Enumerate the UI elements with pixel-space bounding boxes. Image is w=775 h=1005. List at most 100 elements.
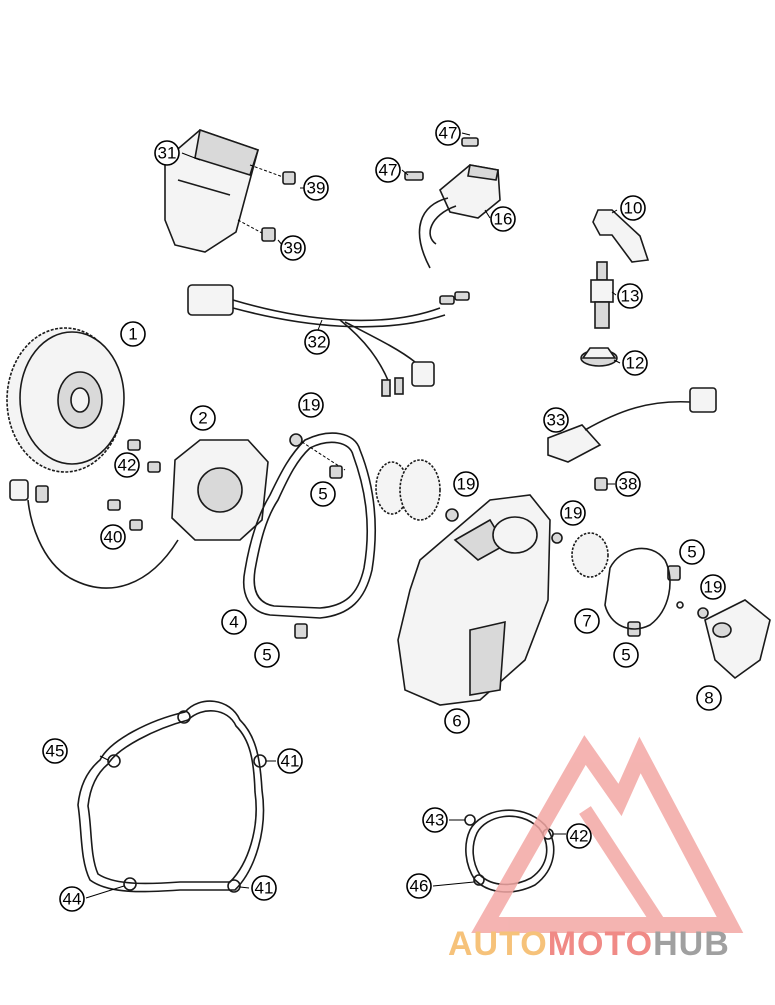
bolt-39-upper [249,164,296,185]
callout-47-a: 47 [435,120,461,146]
callout-47-b: 47 [375,157,401,183]
svg-text:19: 19 [457,475,476,494]
ignition-cover [397,494,551,706]
callout-5-a: 5 [310,481,336,507]
callout-19-d: 19 [700,574,726,600]
callout-38: 38 [615,471,641,497]
watermark-text-auto: AUTO [448,925,548,963]
svg-text:13: 13 [621,287,640,306]
callout-5-c: 5 [679,539,705,565]
svg-text:42: 42 [118,456,137,475]
bolt-39-lower [237,219,276,242]
svg-text:45: 45 [46,742,65,761]
svg-text:47: 47 [439,124,458,143]
callout-32: 32 [304,329,330,355]
svg-text:32: 32 [308,333,327,352]
cover-cap-8 [704,599,771,680]
svg-text:16: 16 [494,210,513,229]
sealing-ring-19-a [289,433,346,471]
callout-12: 12 [622,350,648,376]
svg-text:33: 33 [547,411,566,430]
callout-2: 2 [190,405,216,431]
svg-text:39: 39 [284,239,303,258]
callout-39-b: 39 [280,235,306,261]
svg-text:7: 7 [582,612,591,631]
svg-text:41: 41 [281,752,300,771]
svg-text:44: 44 [63,890,82,909]
spark-plug [590,261,614,329]
svg-text:46: 46 [410,877,429,896]
spark-plug-cover [580,347,618,367]
gasket-4 [243,432,376,619]
bolts-42 [127,439,161,473]
callout-5-b: 5 [254,642,280,668]
sealing-ring-19-d [676,601,709,619]
callout-19-a: 19 [298,392,324,418]
svg-text:5: 5 [318,485,327,504]
callout-6: 6 [444,708,470,734]
flywheel [6,327,125,473]
svg-text:47: 47 [379,161,398,180]
callout-39-a: 39 [303,175,329,201]
voltage-regulator [547,387,717,463]
large-gasket [77,700,267,893]
svg-text:5: 5 [687,543,696,562]
callout-45: 45 [42,738,68,764]
ignition-control-unit [164,128,260,253]
gear-set [375,459,441,521]
bolt-38 [594,477,608,491]
bolts-40 [107,499,143,531]
callout-13: 13 [617,283,643,309]
watermark-text-moto: MOTO [548,925,653,963]
gasket-7 [604,547,671,630]
dowel-pin-5-c [667,565,681,581]
svg-text:43: 43 [426,811,445,830]
stator [9,439,269,589]
sealing-ring-19-b [445,508,459,522]
callout-33: 33 [543,407,569,433]
svg-text:5: 5 [262,646,271,665]
svg-text:41: 41 [255,879,274,898]
ignition-coil [404,137,501,269]
svg-text:42: 42 [570,827,589,846]
callout-7: 7 [574,608,600,634]
svg-text:10: 10 [624,199,643,218]
svg-text:39: 39 [307,179,326,198]
callout-19-c: 19 [560,500,586,526]
svg-text:8: 8 [704,689,713,708]
svg-text:6: 6 [452,712,461,731]
svg-text:4: 4 [229,613,238,632]
svg-text:38: 38 [619,475,638,494]
callout-42-b: 42 [566,823,592,849]
callout-41-a: 41 [277,748,303,774]
spark-plug-connector [592,209,650,263]
svg-text:19: 19 [302,396,321,415]
callout-8: 8 [696,685,722,711]
svg-text:12: 12 [626,354,645,373]
callout-41-b: 41 [251,875,277,901]
callout-46: 46 [406,873,432,899]
dowel-pin-5-a [329,465,343,479]
callout-42-a: 42 [114,452,140,478]
sealing-ring-19-c [551,532,563,544]
wiring-harness [187,284,470,397]
svg-text:19: 19 [704,578,723,597]
svg-text:2: 2 [198,409,207,428]
svg-text:1: 1 [128,325,137,344]
callout-1: 1 [120,321,146,347]
callout-16: 16 [490,206,516,232]
watermark-text-hub: HUB [653,925,730,963]
callout-19-b: 19 [453,471,479,497]
callout-4: 4 [221,609,247,635]
callout-40: 40 [100,524,126,550]
callout-43: 43 [422,807,448,833]
callout-5-d: 5 [613,642,639,668]
svg-text:40: 40 [104,528,123,547]
dowel-pin-5-b [294,623,308,639]
svg-text:31: 31 [158,144,177,163]
callout-44: 44 [59,886,85,912]
watermark-text: AUTOMOTOHUB [448,925,730,963]
callout-10: 10 [620,195,646,221]
callout-31: 31 [154,140,180,166]
